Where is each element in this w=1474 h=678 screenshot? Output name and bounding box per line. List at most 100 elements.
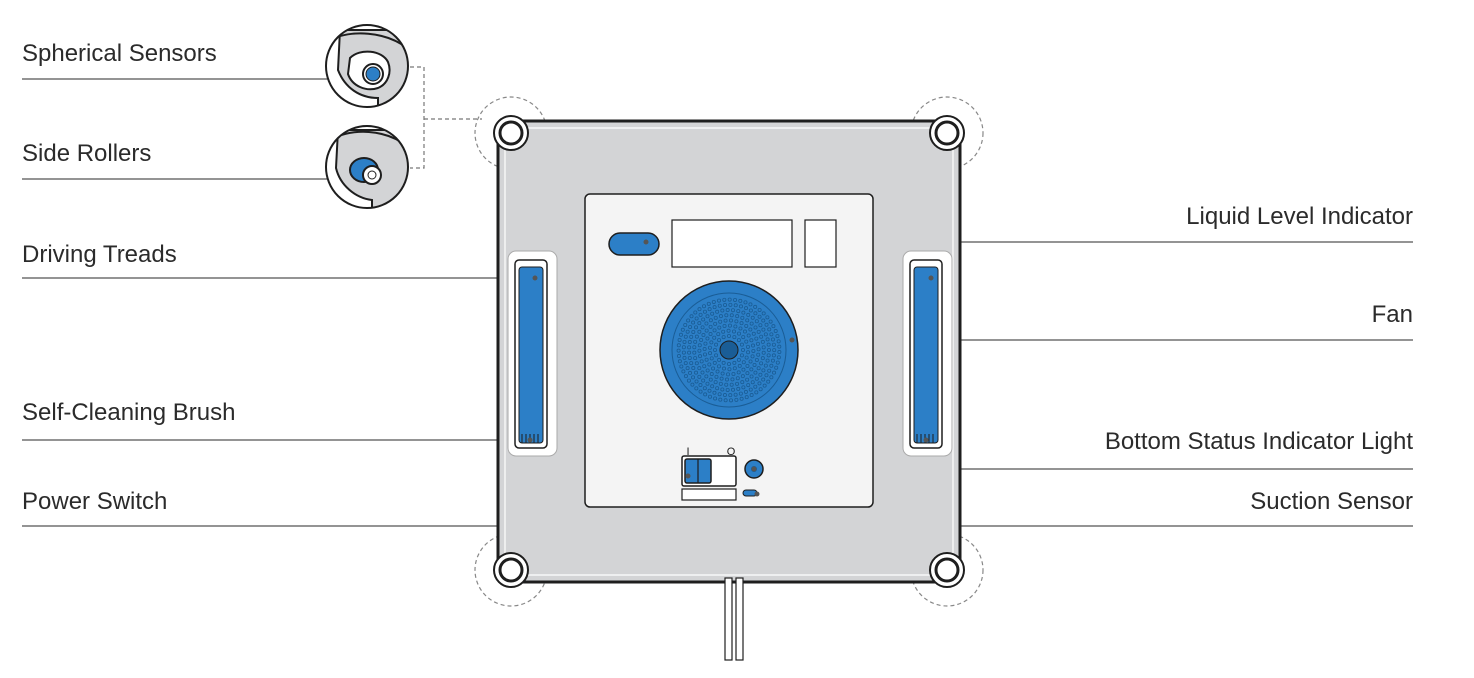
power-switch[interactable]: I O <box>681 446 737 487</box>
fan-hole <box>697 366 702 371</box>
fan-hole <box>748 387 753 392</box>
fan-hole <box>723 318 728 323</box>
fan-hole <box>733 303 738 308</box>
fan-hole <box>760 356 765 361</box>
fan-hole <box>771 342 776 347</box>
fan-hole <box>738 391 743 396</box>
fan-hole <box>761 318 766 323</box>
side-roller-inset <box>325 125 409 209</box>
fan-hole <box>694 316 699 321</box>
fan-hole <box>687 350 692 355</box>
fan-hole <box>756 329 761 334</box>
fan-hole <box>699 337 704 342</box>
fan-hole <box>732 366 737 371</box>
fan-hole <box>773 329 778 334</box>
fan-hole <box>736 370 741 375</box>
fan-hole <box>683 334 688 339</box>
fan-hole <box>697 329 702 334</box>
fan-hole <box>755 341 760 346</box>
fan-hole <box>681 369 686 374</box>
fan-hole <box>759 334 764 339</box>
fan-hole <box>738 326 743 331</box>
label-side-rollers: Side Rollers <box>22 140 152 167</box>
fan-hole <box>697 307 702 312</box>
fan-hole <box>744 306 749 311</box>
fan-hole <box>736 357 741 362</box>
switch-label-plate <box>681 488 737 501</box>
fan-hole <box>741 367 746 372</box>
fan-hole <box>766 342 771 347</box>
fan-hole <box>770 358 775 363</box>
fan-hole <box>730 377 735 382</box>
fan-hole <box>740 380 745 385</box>
fan-hole <box>720 371 725 376</box>
fan-hole <box>728 393 733 398</box>
fan-hole <box>689 314 694 319</box>
fan-hole <box>713 347 718 352</box>
fan-hole <box>712 328 717 333</box>
fan-hole <box>698 389 703 394</box>
fan-hole <box>729 398 734 403</box>
label-spherical-sensors: Spherical Sensors <box>22 40 217 67</box>
inset-bracket <box>410 66 482 169</box>
fan-hole <box>702 347 707 352</box>
fan-hole <box>736 309 741 314</box>
fan-hole <box>767 347 772 352</box>
fan-hole <box>753 311 758 316</box>
fan-hole <box>682 355 687 360</box>
driving-tread-right <box>902 250 953 457</box>
fan-hole <box>705 368 710 373</box>
fan-hole <box>769 332 774 337</box>
fan-hole <box>750 315 755 320</box>
fan-hole <box>688 324 693 329</box>
fan-hole <box>692 350 697 355</box>
fan-hole <box>718 319 723 324</box>
fan-hole <box>724 382 729 387</box>
fan-hole <box>743 300 748 305</box>
fan-hole <box>697 374 702 379</box>
fan-hole <box>754 358 759 363</box>
fan-hole <box>753 370 758 375</box>
fan-hole <box>722 393 727 398</box>
fan-hole <box>739 353 744 358</box>
fan-hole <box>728 302 733 307</box>
fan-hole <box>750 354 755 359</box>
fan-hole <box>676 354 681 359</box>
fan-hole <box>694 325 699 330</box>
fan-hole <box>706 301 711 306</box>
switch-off-mark: O <box>727 446 736 458</box>
fan-hole <box>760 339 765 344</box>
fan-hole <box>729 382 734 387</box>
fan-hole <box>758 372 763 377</box>
fan-hole <box>761 368 766 373</box>
fan-hole <box>738 298 743 303</box>
fan-hole <box>733 297 738 302</box>
fan-hole <box>694 370 699 375</box>
fan-hole <box>708 324 713 329</box>
fan-hole <box>734 397 739 402</box>
fan-hole <box>715 309 720 314</box>
fan-hole <box>720 308 725 313</box>
fan-hole <box>756 347 761 352</box>
fan-hole <box>680 327 685 332</box>
label-self-cleaning-brush: Self-Cleaning Brush <box>22 399 236 426</box>
fan-hole <box>753 384 758 389</box>
fan-hole <box>740 374 745 379</box>
fan-hole <box>750 343 755 348</box>
fan-hole <box>775 334 780 339</box>
fan-hole <box>688 370 693 375</box>
fan-hole <box>712 360 717 365</box>
fan-hole <box>700 370 705 375</box>
fan-hole <box>686 378 691 383</box>
fan-hole <box>745 318 750 323</box>
fan-hole <box>744 355 749 360</box>
fan-hole <box>717 338 722 343</box>
fan-hole <box>702 309 707 314</box>
fan-hole <box>714 353 719 358</box>
fan-hole <box>775 360 780 365</box>
fan-hole <box>705 381 710 386</box>
fan-hole <box>727 297 732 302</box>
fan-hole <box>763 363 768 368</box>
fan-hole <box>771 353 776 358</box>
